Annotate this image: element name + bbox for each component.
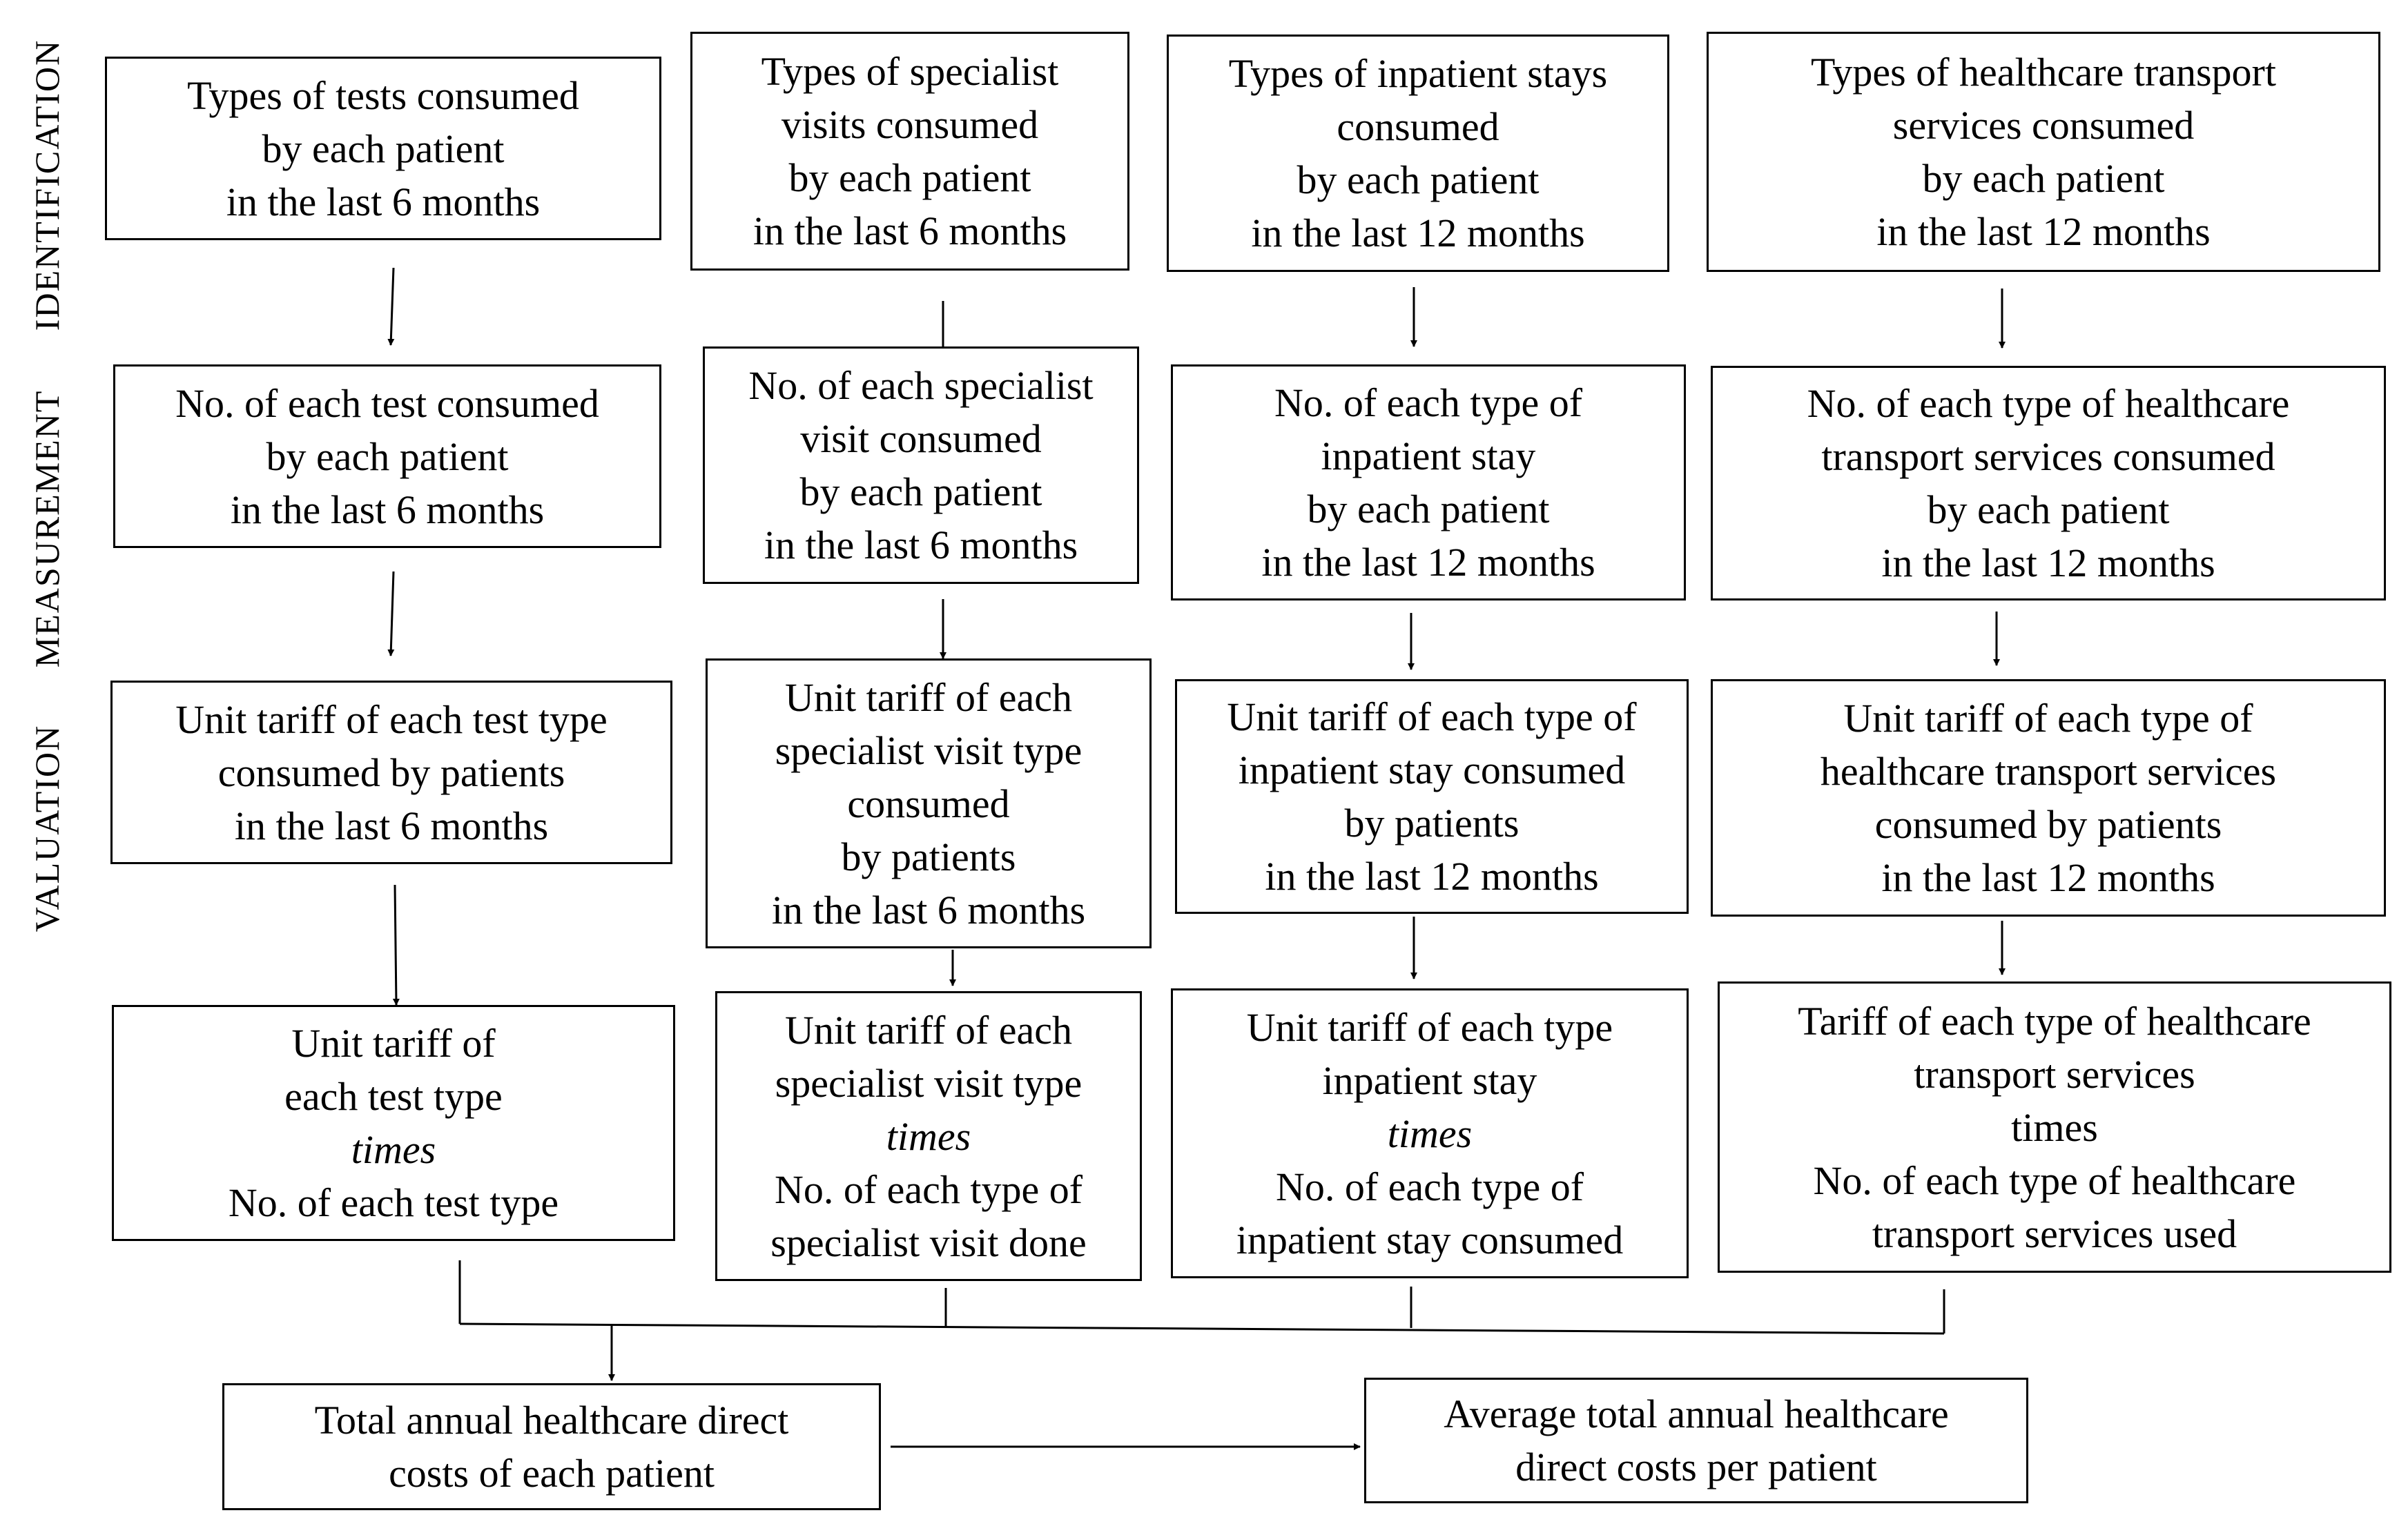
box-col4-measurement: No. of each type of healthcare transport… (1711, 366, 2386, 600)
box-col4-identification: Types of healthcare transport services c… (1707, 32, 2380, 272)
box-col1-valuation: Unit tariff of each test type consumed b… (110, 681, 672, 864)
box-col2-measurement-col1: No. of each test consumed by each patien… (113, 364, 661, 548)
collector-bar (459, 1322, 1945, 1335)
box-col3-identification: Types of inpatient stays consumed by eac… (1167, 35, 1669, 272)
box-col2-calculation: Unit tariff of each specialist visit typ… (715, 991, 1142, 1281)
box-col3-measurement: No. of each type of inpatient stay by ea… (1171, 364, 1686, 600)
arrow-col1-val-calc (392, 884, 400, 1006)
box-col3-calculation: Unit tariff of each type inpatient stay … (1171, 988, 1689, 1278)
box-col4-calculation: Tariff of each type of healthcare transp… (1718, 981, 2391, 1273)
box-col2-identification: Types of specialist visits consumed by e… (690, 32, 1129, 271)
box-col1-identification: Types of tests consumed by each patient … (105, 57, 661, 240)
box-col4-valuation: Unit tariff of each type of healthcare t… (1711, 679, 2386, 917)
arrow-col1-id-meas (387, 267, 395, 346)
box-col1-calculation: Unit tariff of each test type times No. … (112, 1005, 675, 1241)
arrow-col1-meas-val (387, 571, 395, 656)
box-total-annual-costs: Total annual healthcare direct costs of … (222, 1383, 881, 1510)
box-col2-valuation: Unit tariff of each specialist visit typ… (706, 658, 1152, 948)
box-average-annual-costs: Average total annual healthcare direct c… (1364, 1378, 2028, 1503)
box-col3-valuation: Unit tariff of each type of inpatient st… (1175, 679, 1689, 914)
box-col2-measurement: No. of each specialist visit consumed by… (703, 346, 1139, 584)
